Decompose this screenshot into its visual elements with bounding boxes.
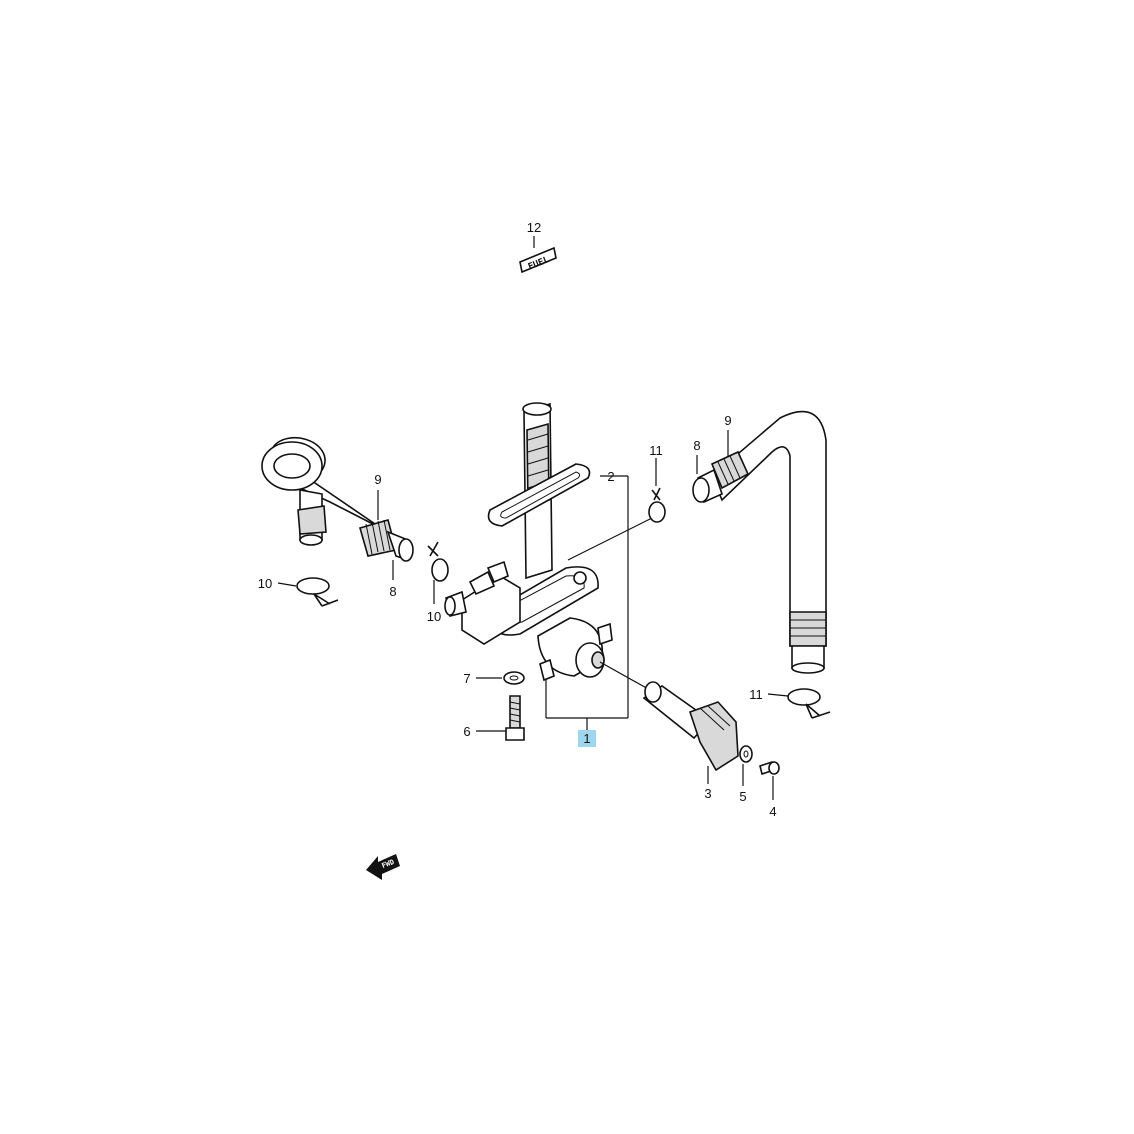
top-hose-clip [648,487,666,523]
callout-6: 6 [463,724,470,739]
callout-12: 12 [527,220,541,235]
callout-10-middle: 10 [427,609,441,624]
callout-9-left: 9 [374,472,381,487]
mounting-bolt [505,695,525,741]
callout-11-top: 11 [649,443,663,458]
washer [739,745,753,763]
callout-10-left: 10 [258,576,272,591]
lever-screw [759,760,780,776]
middle-hose-clip [427,541,449,582]
callout-8-right: 8 [693,438,700,453]
washer-7 [503,671,525,685]
callout-2: 2 [607,469,614,484]
fuel-cock-assembly [444,402,613,682]
callout-11-right: 11 [749,687,763,702]
left-fuel-hose [261,436,414,562]
callout-3: 3 [704,786,711,801]
callout-1: 1 [583,731,590,746]
fuel-label-plate: FUEL [519,236,557,274]
forward-direction-arrow: FWD [366,854,400,880]
left-hose-clip [296,577,339,607]
callout-7: 7 [463,671,470,686]
callout-8-left: 8 [389,584,396,599]
right-fuel-hose [692,410,827,674]
fuel-cock-lever [642,681,739,772]
callout-4: 4 [769,804,776,819]
callout-1-highlight [578,730,596,747]
right-hose-clip [787,688,831,719]
callout-5: 5 [739,789,746,804]
callout-9-right: 9 [724,413,731,428]
